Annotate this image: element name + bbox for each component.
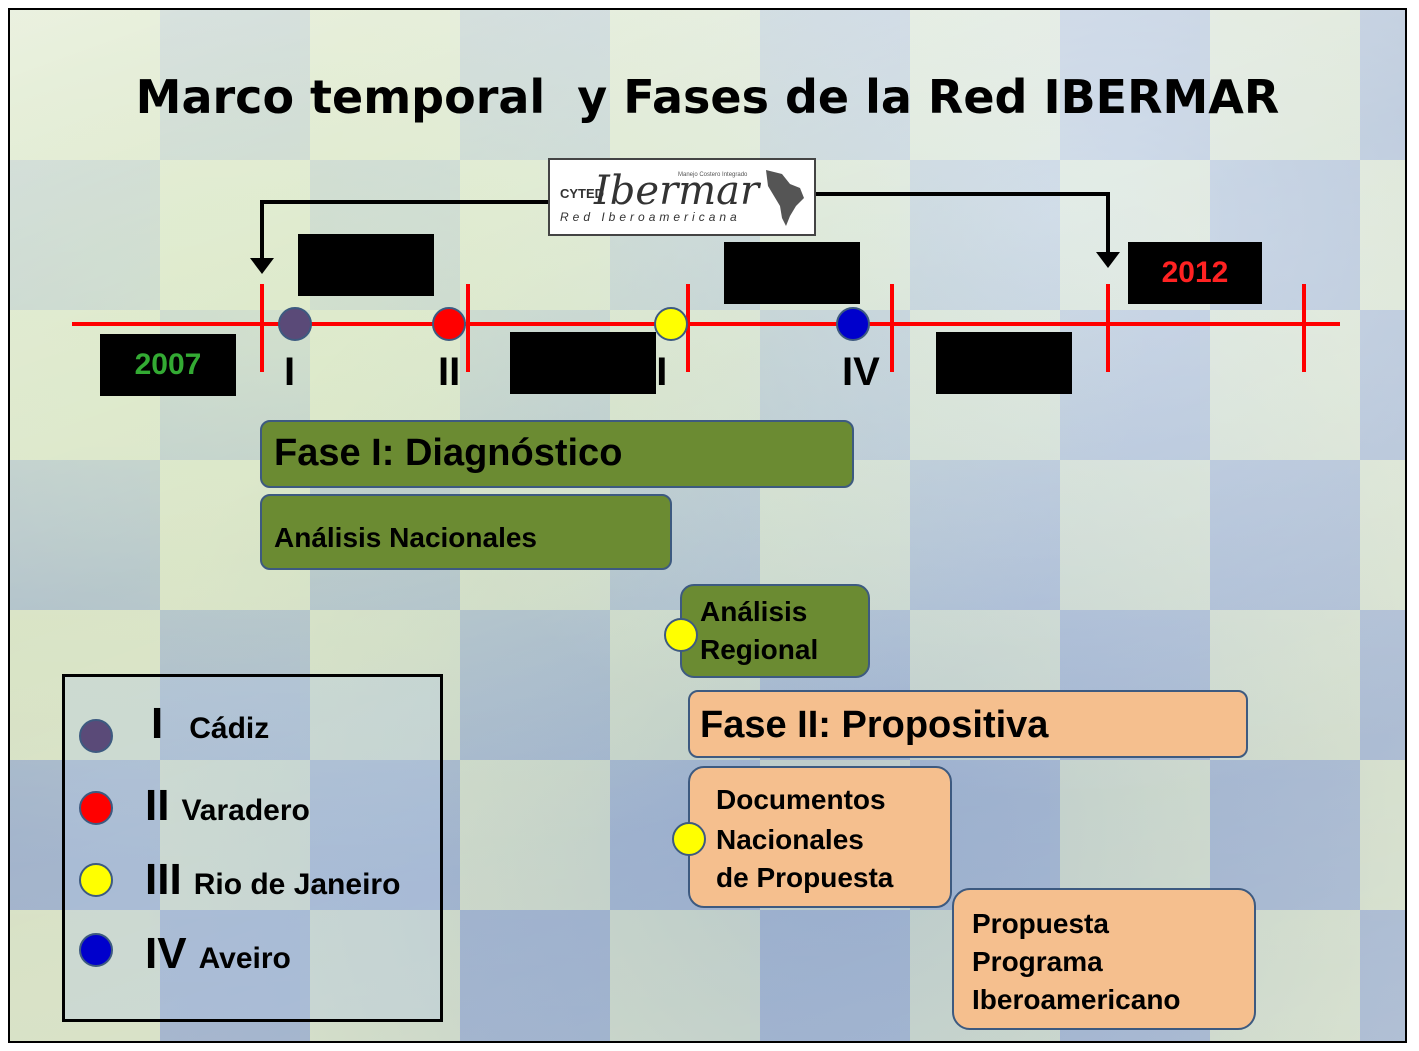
analisis-nacionales-bar: Análisis Nacionales xyxy=(260,494,672,570)
end-year-text: 2012 xyxy=(1161,256,1229,289)
legend-item-varadero: II Varadero xyxy=(145,781,310,831)
legend-dot-cadiz xyxy=(79,719,113,753)
meeting-dot-rio xyxy=(654,307,688,341)
legend-dot-varadero xyxy=(79,791,113,825)
fase1-bar: Fase I: Diagnóstico xyxy=(260,420,854,488)
fase2-title: Fase II: Propositiva xyxy=(700,704,1049,746)
end-year-label: 2012 xyxy=(1128,242,1262,304)
legend-numeral: III xyxy=(145,855,182,904)
fase2-bar: Fase II: Propositiva xyxy=(688,690,1248,758)
logo-name: Ibermar xyxy=(594,168,760,214)
propuesta-line2: Programa xyxy=(972,946,1103,977)
legend-numeral: I xyxy=(151,699,164,748)
legend-city: Aveiro xyxy=(198,942,291,975)
legend-item-rio: III Rio de Janeiro xyxy=(145,855,400,905)
ibermar-logo: CYTED Ibermar Manejo Costero Integrado R… xyxy=(548,158,816,236)
legend-city: Cádiz xyxy=(189,712,270,745)
legend-dot-rio xyxy=(79,863,113,897)
analisis-nacionales-label: Análisis Nacionales xyxy=(274,522,538,553)
logo-tagline: Manejo Costero Integrado xyxy=(678,172,748,178)
legend: I Cádiz II Varadero III Rio de Janeiro I… xyxy=(62,674,443,1022)
documentos-line1: Documentos xyxy=(716,784,886,815)
documentos-rio-dot xyxy=(672,822,706,856)
logo-cyted: CYTED xyxy=(560,186,605,201)
page-title: Marco temporal y Fases de la Red IBERMAR xyxy=(135,70,1280,124)
redacted-box xyxy=(724,242,860,304)
logo-subtitle: Red Iberoamericana xyxy=(560,210,741,224)
start-arrowhead-icon xyxy=(250,258,274,274)
redacted-box xyxy=(936,332,1072,394)
latin-america-map-icon xyxy=(766,170,804,226)
meeting-numeral-4: IV xyxy=(842,350,880,394)
analisis-regional-line2: Regional xyxy=(700,634,819,665)
legend-dot-aveiro xyxy=(79,933,113,967)
legend-item-cadiz: I Cádiz xyxy=(151,699,269,749)
legend-numeral: II xyxy=(145,781,170,830)
redacted-box xyxy=(298,234,434,296)
analisis-regional-rio-dot xyxy=(664,618,698,652)
propuesta-programa-bar: Propuesta Programa Iberoamericano xyxy=(952,888,1256,1030)
meeting-dot-varadero xyxy=(432,307,466,341)
start-year-text: 2007 xyxy=(134,348,202,381)
start-arrow xyxy=(260,200,548,266)
legend-city: Varadero xyxy=(181,794,310,827)
legend-numeral: IV xyxy=(145,929,187,978)
fase1-title: Fase I: Diagnóstico xyxy=(274,432,623,474)
meeting-dot-aveiro xyxy=(836,307,870,341)
analisis-regional-line1: Análisis xyxy=(700,596,808,627)
documentos-line3: de Propuesta xyxy=(716,862,894,893)
meeting-dot-cadiz xyxy=(278,307,312,341)
end-arrowhead-icon xyxy=(1096,252,1120,268)
start-year-label: 2007 xyxy=(100,334,236,396)
documentos-line2: Nacionales xyxy=(716,824,864,855)
analisis-regional-bar: Análisis Regional xyxy=(680,584,870,678)
legend-city: Rio de Janeiro xyxy=(193,868,401,901)
propuesta-line1: Propuesta xyxy=(972,908,1109,939)
legend-item-aveiro: IV Aveiro xyxy=(145,929,291,979)
meeting-numeral-3: III xyxy=(634,350,668,394)
propuesta-line3: Iberoamericano xyxy=(972,984,1181,1015)
meeting-numeral-1: I xyxy=(284,350,296,394)
end-arrow xyxy=(816,192,1110,260)
redacted-box xyxy=(510,332,656,394)
slide: Marco temporal y Fases de la Red IBERMAR… xyxy=(8,8,1407,1043)
documentos-nacionales-bar: Documentos Nacionales de Propuesta xyxy=(688,766,952,908)
meeting-numeral-2: II xyxy=(438,350,461,394)
